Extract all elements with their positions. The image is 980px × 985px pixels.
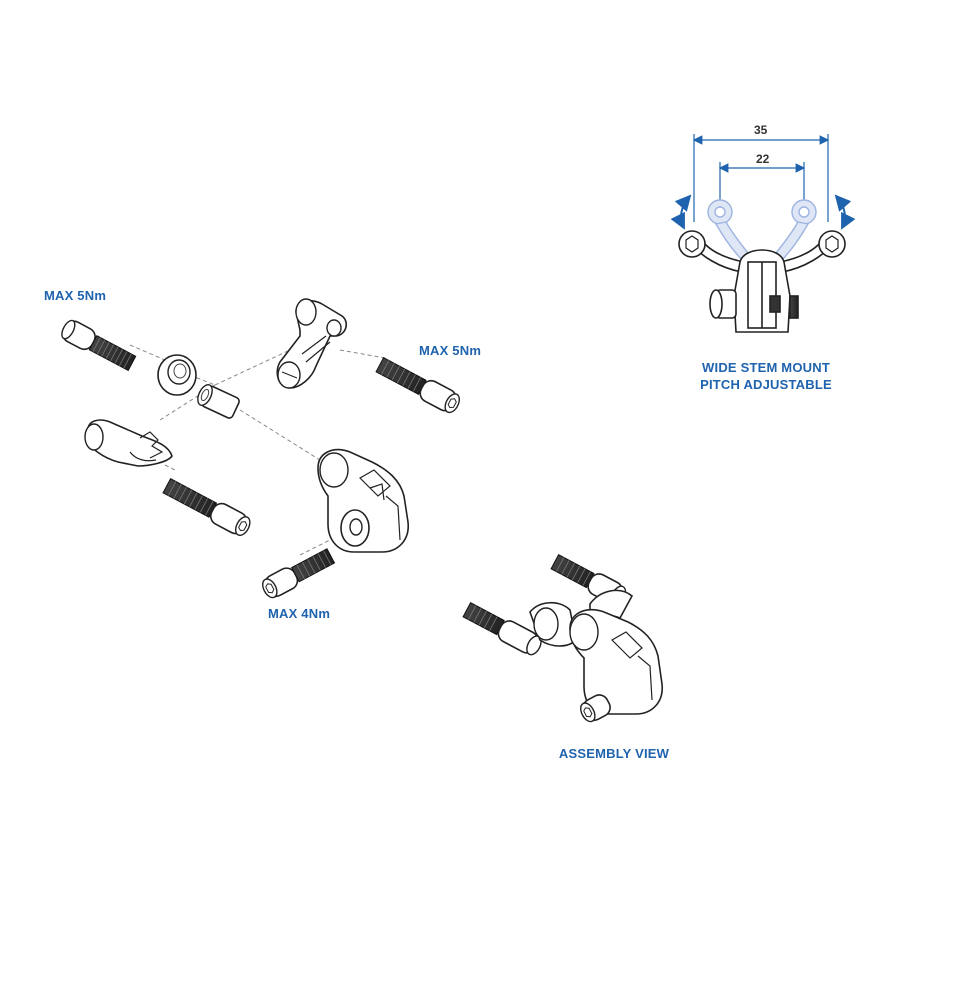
clamp-jaw-lower-left [84, 419, 173, 467]
torque-label-mid-right: MAX 5Nm [419, 343, 482, 358]
torque-label-bottom: MAX 4Nm [268, 606, 331, 621]
bolt-middle-right [375, 356, 461, 414]
dimension-22 [718, 162, 806, 202]
spacer-sleeve [197, 384, 240, 419]
dimension-label-22: 22 [756, 152, 770, 166]
bolt-top-left [61, 319, 137, 372]
bolt-lower-middle [162, 477, 251, 537]
pitch-arrow-left [670, 194, 692, 230]
wide-stem-mount-view [670, 134, 856, 333]
stem-mount-body [709, 249, 799, 333]
torque-label-top-left: MAX 5Nm [44, 288, 107, 303]
stem-mount-caption-line2: PITCH ADJUSTABLE [700, 377, 832, 392]
cup-washer [157, 354, 197, 396]
dimension-35 [692, 134, 830, 222]
main-bracket-body [317, 448, 409, 553]
assembly-view [462, 553, 663, 723]
clamp-arm-upper [276, 298, 348, 389]
bolt-bottom-short [262, 548, 336, 599]
pitch-arrow-right [834, 194, 856, 230]
assembly-view-caption: ASSEMBLY VIEW [558, 746, 670, 761]
stem-mount-caption-line1: WIDE STEM MOUNT [702, 360, 830, 375]
guide-lines [129, 344, 386, 556]
solid-arms [678, 230, 846, 273]
dimension-label-35: 35 [754, 123, 768, 137]
